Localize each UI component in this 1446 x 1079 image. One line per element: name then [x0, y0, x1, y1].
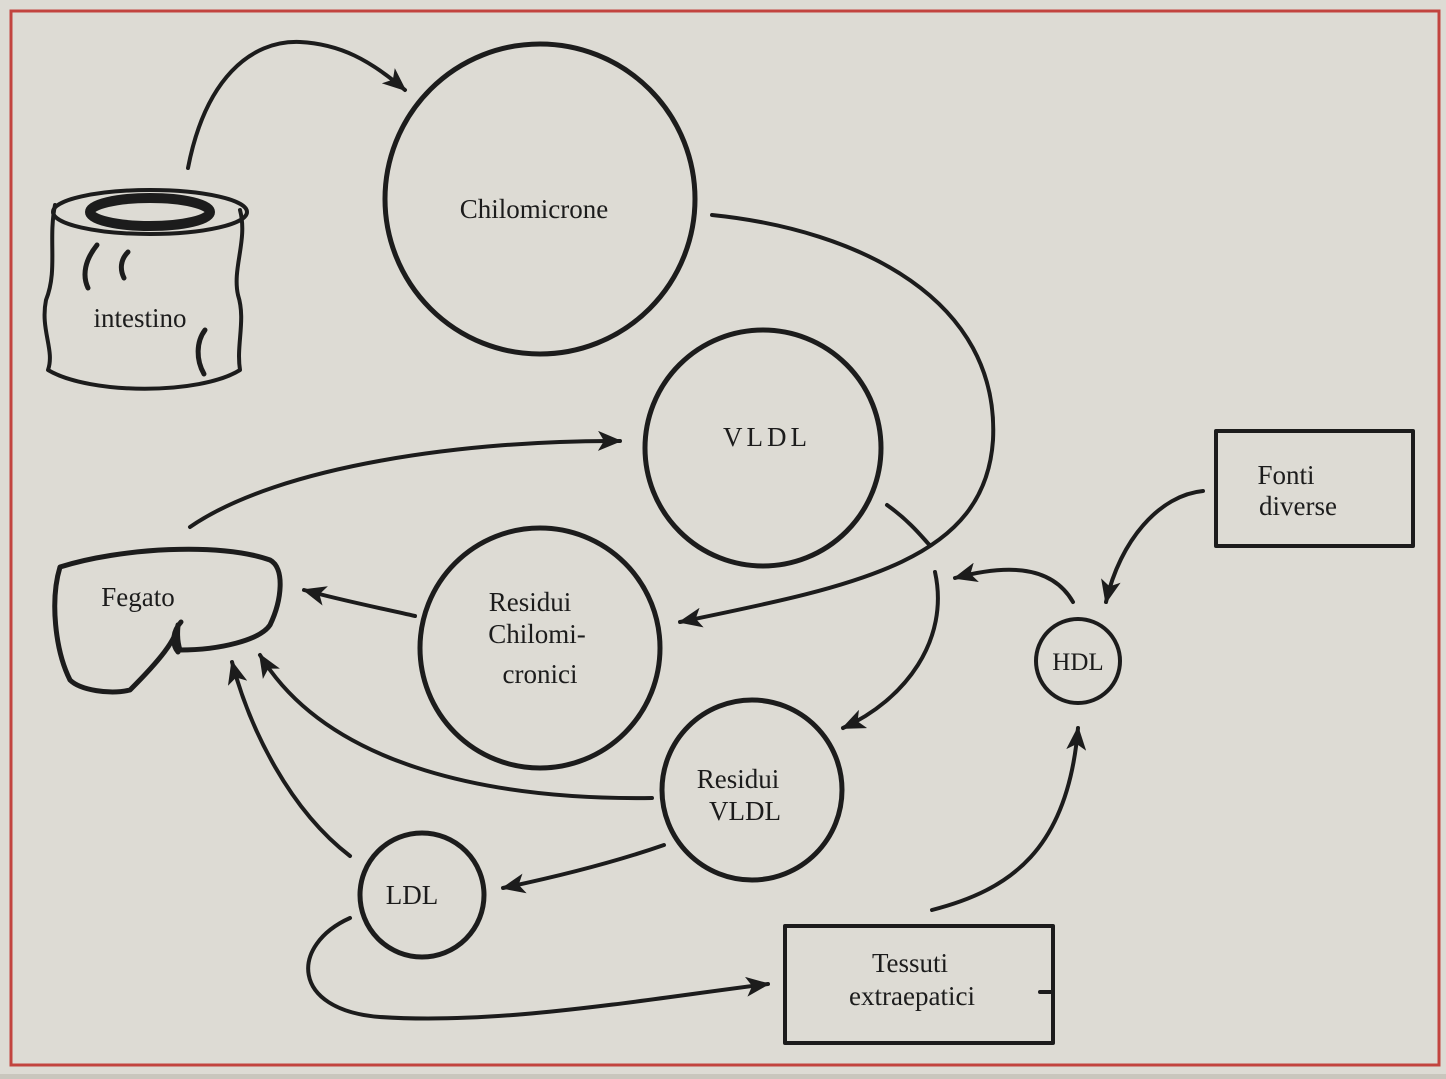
- label-fonti-diverse-2: diverse: [1259, 491, 1337, 521]
- chilomicrone-circle: [382, 41, 698, 357]
- ldl-circle: [357, 830, 487, 960]
- arrow-residui-vldl-to-fegato: [258, 653, 654, 801]
- label-chilomicrone: Chilomicrone: [460, 194, 608, 224]
- label-residui-chilomicronici-3: cronici: [503, 659, 578, 689]
- label-residui-vldl-2: VLDL: [709, 796, 781, 826]
- label-residui-chilomicronici-2: Chilomi-: [488, 619, 586, 649]
- intestine-icon: [42, 188, 249, 391]
- arrow-residui-vldl-to-ldl: [501, 843, 666, 894]
- arrow-residui-chilomicronici-to-fegato: [302, 586, 417, 618]
- liver-shape: [52, 546, 283, 695]
- vldl-circle: [642, 327, 884, 569]
- arrow-vldl-to-residui-vldl: [843, 503, 940, 728]
- residui-vldl-circle: [659, 697, 845, 883]
- arrow-chilomicrone-to-residui-chilomicronici: [678, 213, 996, 628]
- arrow-ldl-to-fegato: [227, 660, 352, 858]
- label-ldl: LDL: [386, 880, 438, 910]
- label-hdl: HDL: [1052, 649, 1103, 676]
- label-fonti-diverse-1: Fonti: [1257, 460, 1314, 490]
- tessuti-extraepatici-box: [783, 924, 1055, 1045]
- page-border: [9, 9, 1441, 1067]
- liver-notch: [171, 619, 184, 655]
- arrow-hdl-to-vldl-pathway: [953, 562, 1075, 604]
- residui-chilomicronici-circle: [417, 525, 663, 771]
- label-residui-chilomicronici-1: Residui: [489, 587, 572, 617]
- arrow-intestino-to-chilomicrone: [186, 39, 407, 170]
- hdl-circle: [1034, 617, 1122, 705]
- label-tessuti-extraepatici-1: Tessuti: [872, 948, 948, 978]
- label-vldl: VLDL: [723, 422, 811, 452]
- fonti-diverse-box: [1214, 429, 1415, 548]
- arrow-tessuti-to-hdl: [930, 726, 1087, 912]
- label-tessuti-extraepatici-2: extraepatici: [849, 981, 975, 1011]
- label-residui-vldl-1: Residui: [697, 764, 780, 794]
- label-intestino: intestino: [94, 303, 187, 333]
- label-fegato: Fegato: [101, 582, 175, 612]
- arrow-ldl-to-tessuti: [306, 916, 770, 1021]
- arrow-fegato-to-vldl: [188, 430, 622, 529]
- arrow-fonti-to-hdl: [1101, 489, 1205, 604]
